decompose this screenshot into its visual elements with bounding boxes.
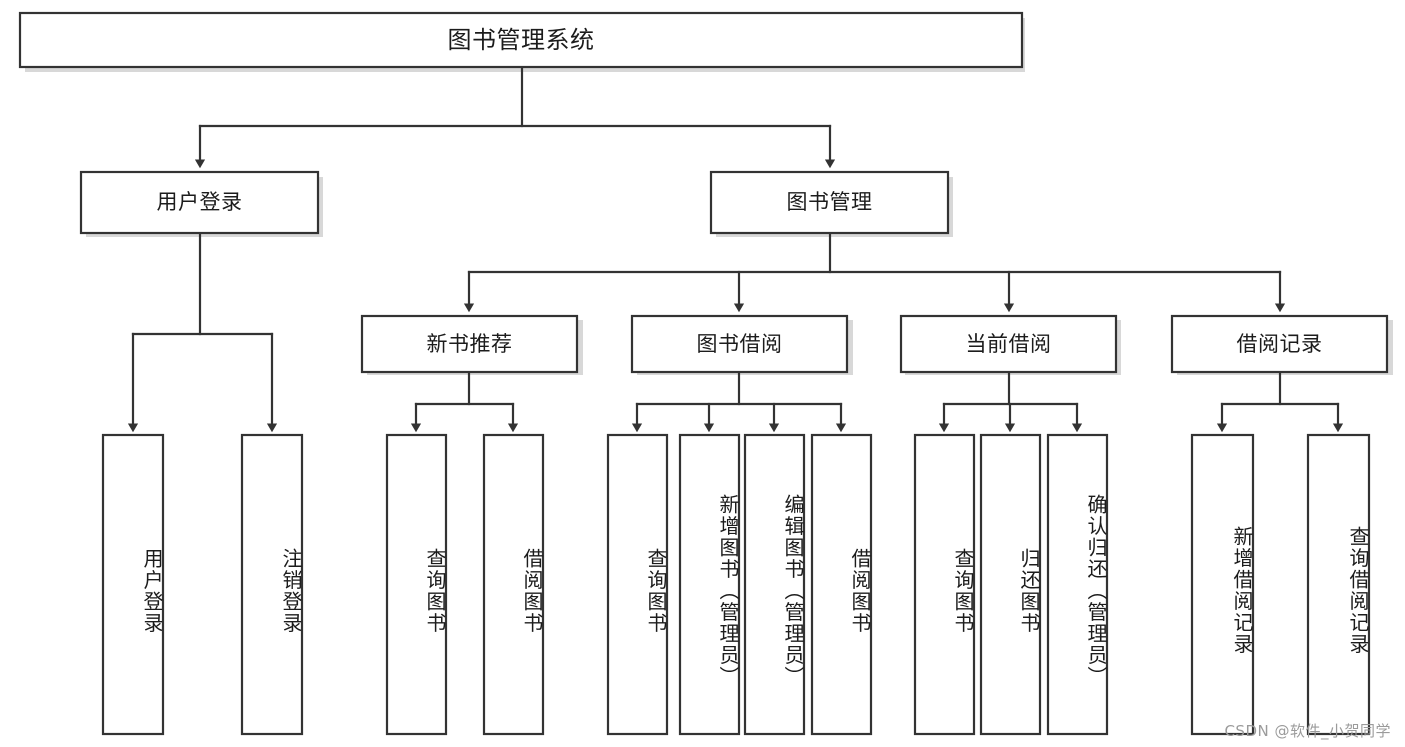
leaf-box-new-book-1	[482, 433, 545, 736]
leaf-box-current-borrow-0	[913, 433, 976, 736]
leaf-box-borrow-record-1	[1306, 433, 1371, 736]
leaf-box-new-book-0	[385, 433, 448, 736]
node-box-borrow-record	[1170, 314, 1389, 374]
node-box-book-manage	[709, 170, 950, 235]
leaf-box-book-borrow-2	[743, 433, 806, 736]
connector-lines	[127, 65, 1344, 433]
leaf-box-user-login-0	[101, 433, 165, 736]
leaf-box-current-borrow-1	[979, 433, 1042, 736]
leaf-box-book-borrow-1	[678, 433, 741, 736]
node-box-book-borrow	[630, 314, 849, 374]
leaf-box-book-borrow-3	[810, 433, 873, 736]
watermark-text: CSDN @软件_小贺同学	[1224, 722, 1391, 740]
leaf-box-book-borrow-0	[606, 433, 669, 736]
node-box-new-book	[360, 314, 579, 374]
leaf-box-borrow-record-0	[1190, 433, 1255, 736]
node-boxes	[18, 11, 1389, 736]
node-box-root	[18, 11, 1024, 69]
node-box-user-login	[79, 170, 320, 235]
leaf-box-user-login-1	[240, 433, 304, 736]
leaf-box-current-borrow-2	[1046, 433, 1109, 736]
node-box-current-borrow	[899, 314, 1118, 374]
